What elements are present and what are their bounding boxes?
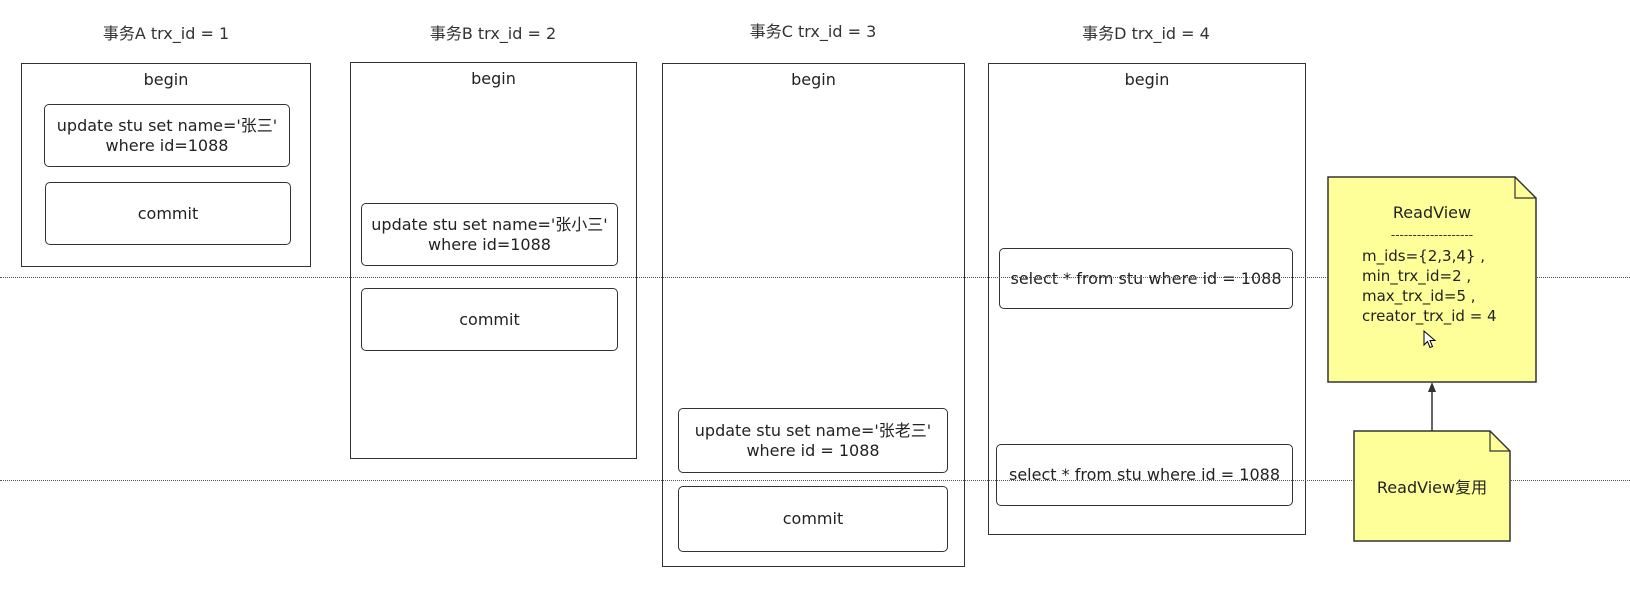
step-line-1: select * from stu where id = 1088 [1009, 465, 1280, 484]
step-line-2: where id=1088 [105, 135, 229, 155]
transaction-d-select-step-2: select * from stu where id = 1088 [996, 444, 1293, 506]
readview-reuse-note: ReadView复用 [1353, 430, 1511, 542]
transaction-a-update-step: update stu set name='张三' where id=1088 [44, 104, 290, 167]
transaction-d-select-step-1: select * from stu where id = 1088 [999, 248, 1293, 309]
readview-separator: ------------------- [1390, 228, 1474, 242]
readview-title: ReadView [1392, 203, 1472, 222]
transaction-a-title: 事务A trx_id = 1 [102, 24, 230, 43]
step-line-1: update stu set name='张三' [56, 115, 278, 135]
transaction-c-frame: begin [662, 63, 965, 567]
transaction-c-begin: begin [791, 70, 836, 89]
transaction-b-begin: begin [471, 69, 516, 88]
transaction-a-begin: begin [143, 70, 189, 89]
timeline-dotted-line-1 [0, 277, 1630, 278]
step-line-1: commit [459, 309, 520, 329]
step-line-1: commit [137, 203, 199, 223]
readview-max-trx-id: max_trx_id=5 , [1362, 287, 1476, 305]
step-line-1: update stu set name='张老三' [694, 420, 932, 440]
transaction-d-begin: begin [1124, 70, 1170, 89]
readview-reuse-label: ReadView复用 [1376, 478, 1488, 497]
transaction-c-title: 事务C trx_id = 3 [749, 22, 877, 41]
transaction-a-commit-step: commit [45, 182, 291, 245]
step-line-1: update stu set name='张小三' [371, 214, 608, 234]
transaction-d-title: 事务D trx_id = 4 [1082, 24, 1210, 43]
transaction-c-update-step: update stu set name='张老三' where id = 108… [678, 408, 948, 473]
timeline-dotted-line-2 [0, 480, 1630, 481]
step-line-1: commit [782, 509, 844, 528]
transaction-c-commit-step: commit [678, 486, 948, 552]
readview-min-trx-id: min_trx_id=2 , [1362, 267, 1472, 285]
step-line-2: where id=1088 [428, 234, 551, 254]
readview-note: ReadView ------------------- m_ids={2,3,… [1327, 176, 1537, 383]
note-shape [1327, 176, 1537, 383]
connector-arrow [1428, 382, 1436, 432]
transaction-b-update-step: update stu set name='张小三' where id=1088 [361, 203, 618, 266]
readview-m-ids: m_ids={2,3,4} , [1362, 247, 1485, 265]
transaction-b-commit-step: commit [361, 288, 618, 351]
note-shape [1353, 430, 1511, 542]
transaction-b-title: 事务B trx_id = 2 [429, 24, 557, 43]
step-line-2: where id = 1088 [746, 440, 880, 460]
mouse-cursor-icon [1423, 330, 1437, 349]
step-line-1: select * from stu where id = 1088 [1010, 268, 1282, 288]
readview-creator-trx-id: creator_trx_id = 4 [1362, 307, 1497, 325]
